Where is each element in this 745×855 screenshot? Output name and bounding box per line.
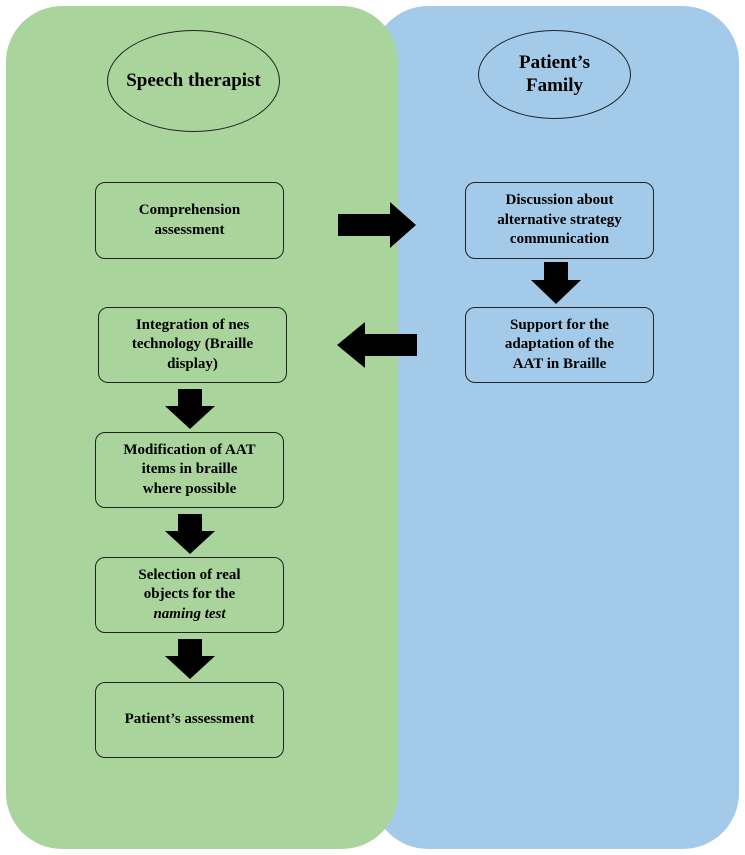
selection-line1: Selection of real <box>138 566 241 583</box>
modification-box: Modification of AAT items in braille whe… <box>95 432 284 508</box>
support-line3: AAT in Braille <box>512 355 607 372</box>
comprehension-assessment-box: Comprehension assessment <box>95 182 284 259</box>
speech-therapist-title-line2: therapist <box>187 69 261 91</box>
integration-line2: technology (Braille <box>131 336 254 353</box>
modification-line2: items in braille <box>141 461 238 478</box>
comprehension-line2: assessment <box>154 221 225 238</box>
patients-family-header: Patient’s Family <box>478 30 631 119</box>
speech-therapist-header: Speech therapist <box>107 30 280 132</box>
integration-line1: Integration of nes <box>135 316 250 333</box>
patients-family-title-line2: Family <box>526 74 583 96</box>
patient-assessment-label: Patient’s assessment <box>124 711 255 728</box>
modification-line1: Modification of AAT <box>123 441 256 458</box>
patients-family-title-line1: Patient’s <box>518 51 591 73</box>
modification-line3: where possible <box>142 480 237 497</box>
arrow-left-icon <box>337 322 417 368</box>
speech-therapist-title-line1: Speech <box>126 69 184 91</box>
support-box: Support for the adaptation of the AAT in… <box>465 307 654 383</box>
arrow-down-icon <box>531 262 581 304</box>
selection-line2: objects for the <box>143 586 236 603</box>
selection-box: Selection of real objects for the naming… <box>95 557 284 633</box>
selection-line3: naming test <box>153 605 226 622</box>
arrow-down-icon <box>165 389 215 429</box>
patient-assessment-box: Patient’s assessment <box>95 682 284 758</box>
discussion-line1: Discussion about <box>505 192 614 209</box>
discussion-box: Discussion about alternative strategy co… <box>465 182 654 259</box>
support-line2: adaptation of the <box>504 336 615 353</box>
support-line1: Support for the <box>510 316 609 333</box>
arrow-down-icon <box>165 514 215 554</box>
integration-box: Integration of nes technology (Braille d… <box>98 307 287 383</box>
arrow-down-icon <box>165 639 215 679</box>
lane-patients-family <box>372 6 739 849</box>
comprehension-line1: Comprehension <box>138 202 241 218</box>
discussion-line2: alternative strategy <box>497 211 622 228</box>
lane-speech-therapist <box>6 6 398 849</box>
integration-line3: display) <box>167 355 218 372</box>
discussion-line3: communication <box>509 231 610 248</box>
arrow-right-icon <box>338 202 416 248</box>
